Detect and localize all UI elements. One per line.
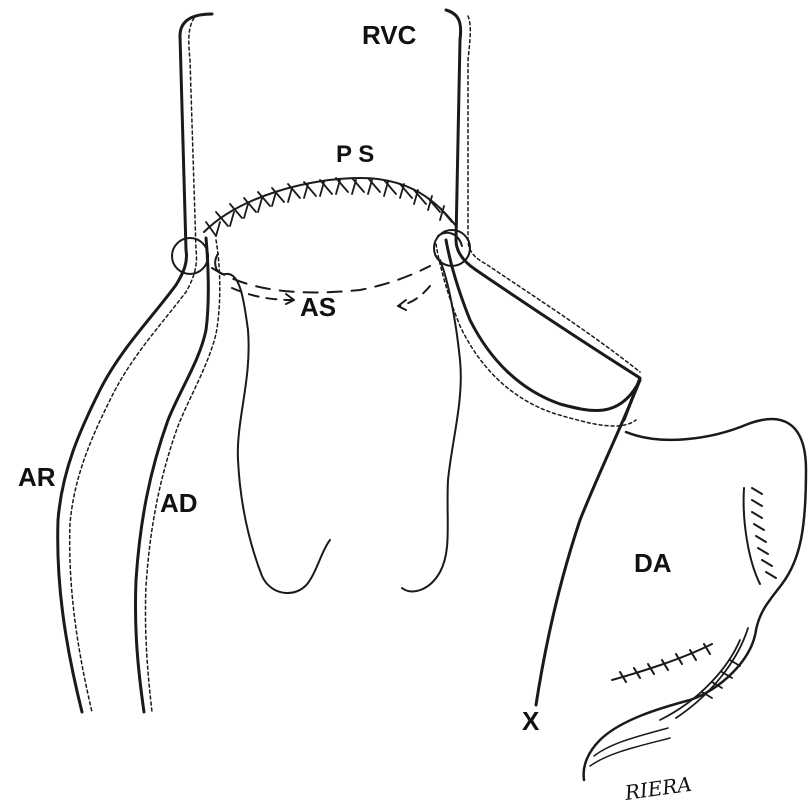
inner-flap-right [402,260,461,591]
label-ps: P S [336,141,374,168]
label-ar: AR [18,462,56,492]
vessel-rvc-right-wall [446,10,640,420]
vessel-right-inner [436,240,640,426]
label-x: X [522,706,540,736]
vessel-to-x [536,380,640,705]
x-mark: X [522,706,540,736]
label-as: AS [300,292,336,322]
signature-riera: RIERA [622,772,693,805]
label-ad: AD [160,488,198,518]
suture-line-ps [172,178,470,274]
vessel-ad [135,238,219,712]
label-da: DA [634,548,672,578]
da-pouch [584,419,806,780]
label-rvc: RVC [362,20,417,50]
